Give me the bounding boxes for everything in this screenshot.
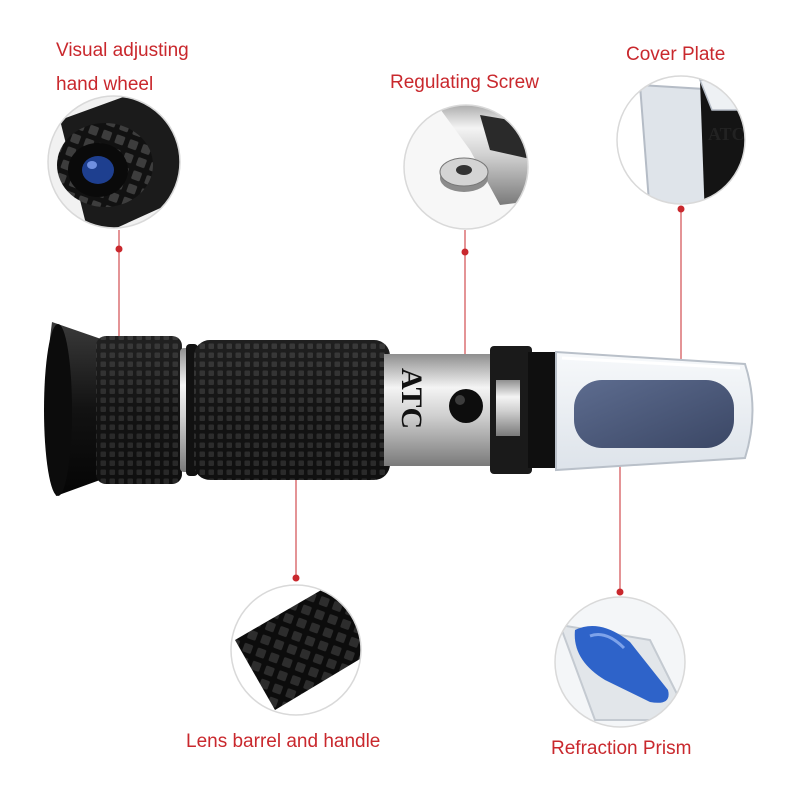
device-atc-text: ATC [395,368,428,429]
cover-plate-closeup: ATC [616,75,746,205]
leader-dot-prism [616,588,624,596]
leader-dot-cover [677,205,685,213]
regulating-screw-cap [449,389,483,423]
label-regulating-screw: Regulating Screw [390,72,539,93]
label-wheel-line1: Visual adjusting [56,40,189,61]
leader-dot-screw [461,248,469,256]
leader-dot-barrel [292,574,300,582]
label-visual-adjusting-hand-wheel: Visual adjusting hand wheel [56,34,246,102]
cover-atc-text: ATC [708,124,745,144]
leader-dots [115,205,685,596]
label-refraction-prism: Refraction Prism [551,738,692,759]
prism-surface [574,380,734,448]
regulating-screw-closeup [403,104,529,230]
label-lens-barrel-and-handle: Lens barrel and handle [186,731,381,752]
refraction-prism-closeup [554,596,686,728]
refractometer-body: ATC [44,322,754,496]
label-cover-plate: Cover Plate [626,44,726,65]
hand-wheel-closeup [47,95,181,229]
lens-barrel-closeup [230,584,362,716]
label-wheel-line2: hand wheel [56,74,154,95]
leader-dot-wheel [115,245,123,253]
